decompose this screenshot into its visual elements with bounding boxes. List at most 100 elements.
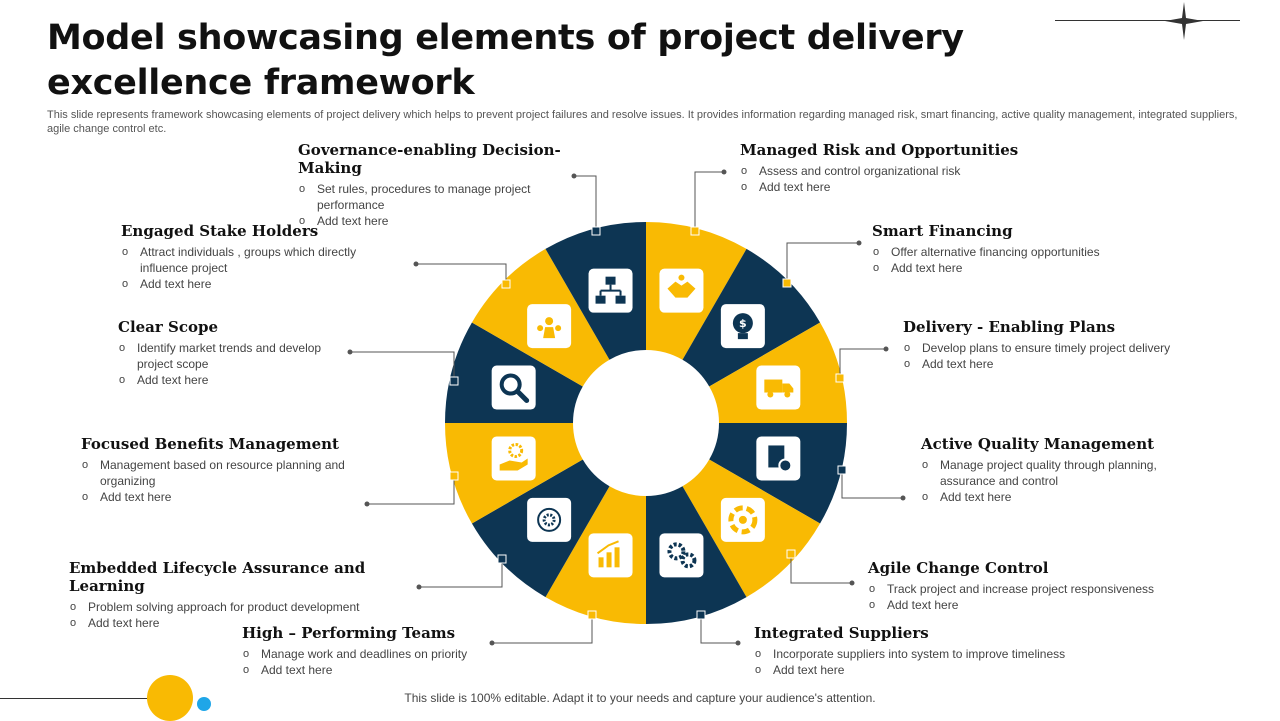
connector-dot: [347, 349, 353, 355]
connector-dot: [721, 169, 727, 175]
connector-line: [419, 559, 503, 588]
connector-line: [786, 242, 859, 283]
item-bullet: Manage project quality through planning,…: [921, 457, 1191, 489]
star-icon: [1165, 2, 1203, 40]
svg-text:$: $: [739, 317, 747, 330]
item-clear-scope: Clear Scope Identify market trends and d…: [118, 318, 348, 388]
yellow-decoration-circle: [147, 675, 193, 721]
item-bullet: Add text here: [121, 276, 391, 292]
lightbulb-dollar-icon: $: [720, 304, 765, 349]
item-governance: Governance-enabling Decision- Making Set…: [298, 141, 588, 229]
connector-line: [350, 351, 455, 381]
connector-line: [841, 470, 903, 499]
stakeholder-group-icon: [527, 304, 572, 349]
item-title: High – Performing Teams: [242, 624, 456, 642]
handshake-icon: [659, 268, 704, 313]
item-title: Focused Benefits Management: [81, 435, 339, 453]
connector-anchor: [591, 226, 601, 236]
top-decoration-line-right: [1190, 20, 1240, 21]
item-bullet: Add text here: [81, 489, 351, 505]
blue-decoration-dot: [197, 697, 211, 711]
connector-line: [790, 554, 852, 584]
lifecycle-gear-icon: [527, 497, 572, 542]
item-title: Active Quality Management: [921, 435, 1155, 453]
connector-anchor: [690, 226, 700, 236]
growth-chart-icon: [588, 533, 633, 578]
connector-anchor: [782, 278, 792, 288]
page-subtitle: This slide represents framework showcasi…: [47, 109, 1238, 135]
agile-cycle-icon: [720, 497, 765, 542]
connector-line: [700, 615, 738, 644]
item-managed-risk: Managed Risk and Opportunities Assess an…: [740, 141, 1040, 195]
item-bullet: Develop plans to ensure timely project d…: [903, 340, 1213, 356]
item-delivery-plans: Delivery - Enabling Plans Develop plans …: [903, 318, 1213, 372]
connector-dot: [416, 584, 422, 590]
item-active-quality: Active Quality Management Manage project…: [921, 435, 1191, 505]
item-title: Managed Risk and Opportunities: [740, 141, 1019, 159]
connector-dot: [900, 495, 906, 501]
item-bullet: Add text here: [298, 213, 588, 229]
item-focused-benefits: Focused Benefits Management Management b…: [81, 435, 351, 505]
item-bullet: Assess and control organizational risk: [740, 163, 1040, 179]
delivery-truck-icon: [756, 365, 801, 410]
top-decoration-line: [1055, 20, 1185, 21]
connector-line: [574, 175, 597, 231]
item-bullet: Add text here: [242, 662, 502, 678]
item-bullet: Identify market trends and develop proje…: [118, 340, 348, 372]
item-title: Embedded Lifecycle Assurance and Learnin…: [69, 559, 366, 595]
footer-note: This slide is 100% editable. Adapt it to…: [404, 691, 876, 705]
item-title: Agile Change Control: [868, 559, 1049, 577]
item-title: Smart Financing: [872, 222, 1013, 240]
connector-dot: [413, 261, 419, 267]
item-title: Clear Scope: [118, 318, 219, 336]
item-bullet: Add text here: [69, 615, 409, 631]
hand-gear-icon: [491, 436, 536, 481]
org-chart-icon: [588, 268, 633, 313]
connector-line: [416, 263, 507, 284]
connector-dot: [571, 173, 577, 179]
connector-anchor: [837, 465, 847, 475]
connector-dot: [735, 640, 741, 646]
connector-anchor: [497, 554, 507, 564]
item-bullet: Attract individuals , groups which direc…: [121, 244, 391, 276]
item-title: Integrated Suppliers: [754, 624, 929, 642]
item-bullet: Add text here: [872, 260, 1172, 276]
connector-dot: [856, 240, 862, 246]
item-bullet: Set rules, procedures to manage project …: [298, 181, 588, 213]
item-title: Engaged Stake Holders: [121, 222, 319, 240]
item-engaged-stakeholders: Engaged Stake Holders Attract individual…: [121, 222, 391, 292]
magnifier-icon: [491, 365, 536, 410]
item-title: Delivery - Enabling Plans: [903, 318, 1116, 336]
item-integrated-suppliers: Integrated Suppliers Incorporate supplie…: [754, 624, 1114, 678]
item-bullet: Management based on resource planning an…: [81, 457, 351, 489]
item-smart-financing: Smart Financing Offer alternative financ…: [872, 222, 1172, 276]
connector-dot: [849, 580, 855, 586]
supplier-gears-icon: [659, 533, 704, 578]
item-bullet: Manage work and deadlines on priority: [242, 646, 502, 662]
connector-line: [367, 476, 455, 505]
item-bullet: Incorporate suppliers into system to imp…: [754, 646, 1114, 662]
connector-dot: [364, 501, 370, 507]
item-bullet: Add text here: [868, 597, 1198, 613]
item-embedded-lifecycle: Embedded Lifecycle Assurance and Learnin…: [69, 559, 409, 631]
connector-anchor: [449, 471, 459, 481]
connector-dot: [489, 640, 495, 646]
connector-anchor: [786, 549, 796, 559]
page-title: Model showcasing elements of project del…: [47, 18, 964, 103]
quality-document-gear-icon: [756, 436, 801, 481]
item-high-performing: High – Performing Teams Manage work and …: [242, 624, 502, 678]
item-bullet: Add text here: [903, 356, 1213, 372]
connector-anchor: [501, 279, 511, 289]
item-bullet: Problem solving approach for product dev…: [69, 599, 409, 615]
connector-line: [492, 615, 593, 644]
item-bullet: Add text here: [118, 372, 348, 388]
item-title: Governance-enabling Decision- Making: [298, 141, 561, 177]
connector-anchor: [587, 610, 597, 620]
bottom-decoration-line: [0, 698, 150, 699]
item-agile-change: Agile Change Control Track project and i…: [868, 559, 1198, 613]
connector-anchor: [835, 373, 845, 383]
item-bullet: Offer alternative financing opportunitie…: [872, 244, 1172, 260]
item-bullet: Add text here: [754, 662, 1114, 678]
connector-anchor: [449, 376, 459, 386]
connector-line: [694, 171, 724, 231]
